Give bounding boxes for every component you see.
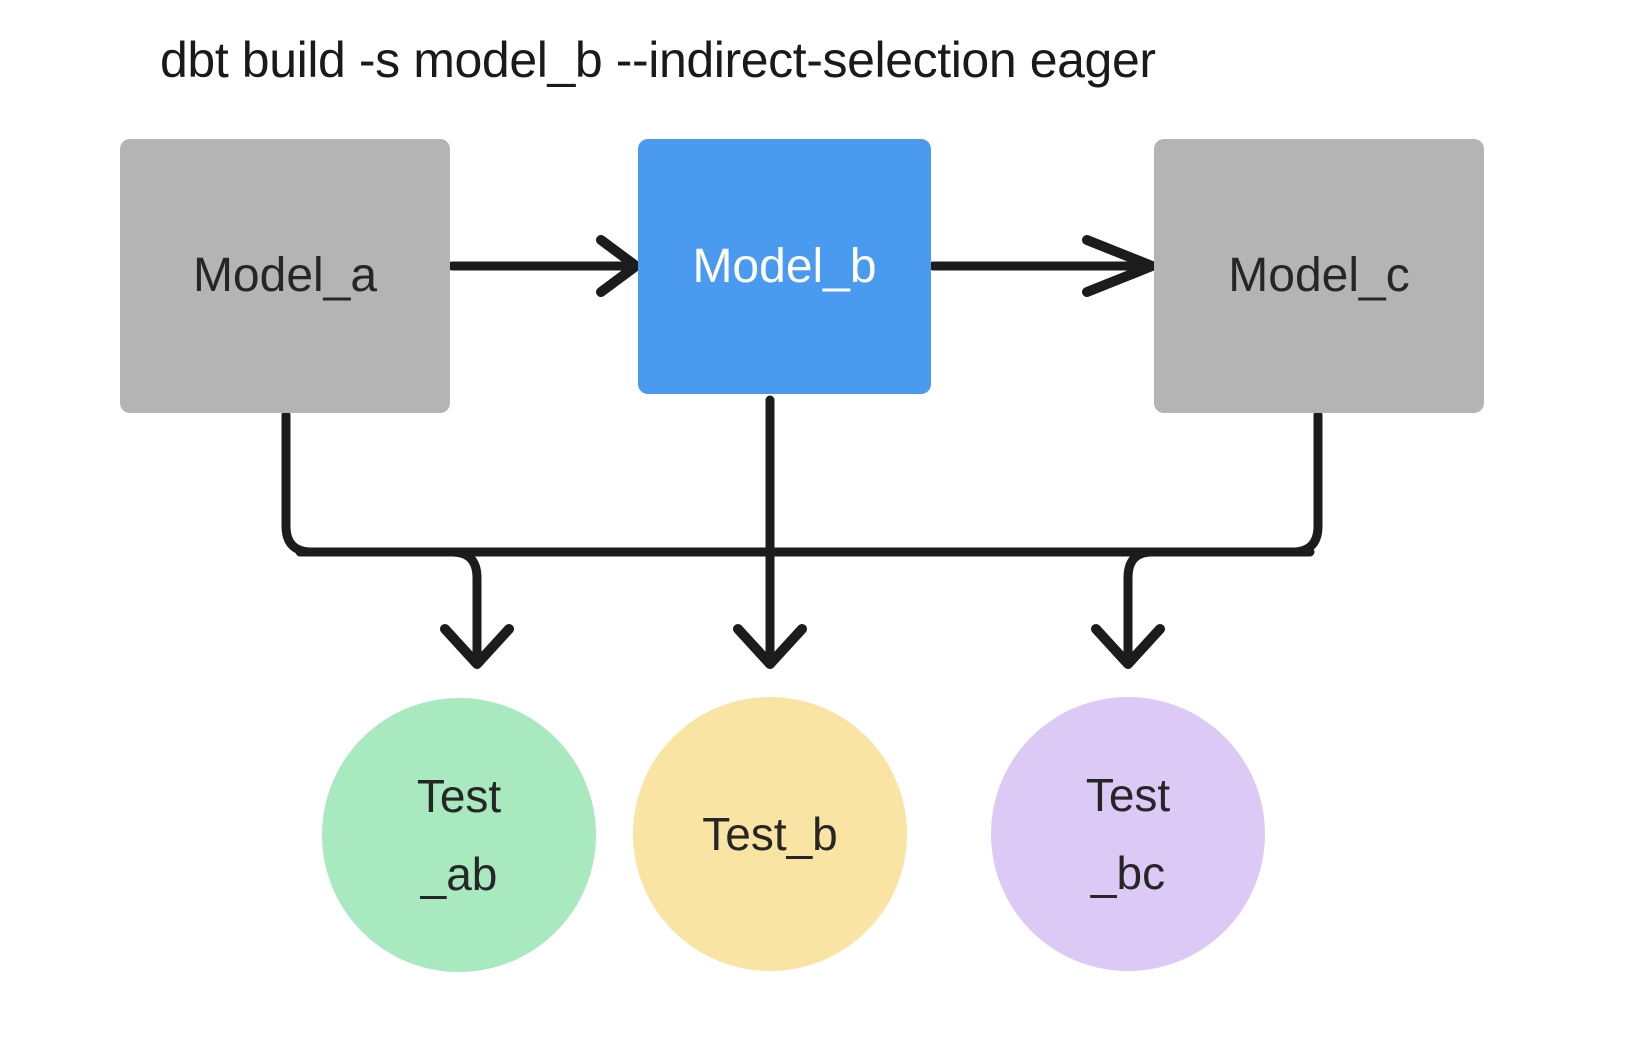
node-model-c[interactable]: Model_c — [1154, 139, 1484, 413]
edge-model-b-to-test-b — [733, 395, 807, 669]
node-test-ab[interactable]: Test _ab — [322, 698, 596, 972]
node-model-a-label: Model_a — [192, 249, 378, 302]
node-test-bc[interactable]: Test _bc — [991, 697, 1265, 971]
edge-model-a-to-bus — [281, 410, 457, 557]
node-test-ab-label: Test _ab — [416, 770, 502, 900]
node-model-a[interactable]: Model_a — [120, 139, 450, 413]
node-test-b-label: Test_b — [702, 808, 838, 860]
page-title: dbt build -s model_b --indirect-selectio… — [160, 32, 1156, 88]
edge-model-c-to-bus — [1147, 410, 1323, 557]
node-model-b[interactable]: Model_b — [638, 139, 931, 394]
edge-model-b-to-model-c — [928, 235, 1157, 297]
edge-model-a-to-model-b — [447, 235, 641, 297]
node-model-c-label: Model_c — [1228, 249, 1410, 302]
edge-bus-to-test-bc — [1091, 547, 1165, 669]
node-model-b-label: Model_b — [692, 239, 877, 293]
node-test-b[interactable]: Test_b — [633, 697, 907, 971]
node-test-bc-label: Test _bc — [1085, 769, 1171, 899]
edge-bus-to-test-ab — [440, 547, 514, 669]
